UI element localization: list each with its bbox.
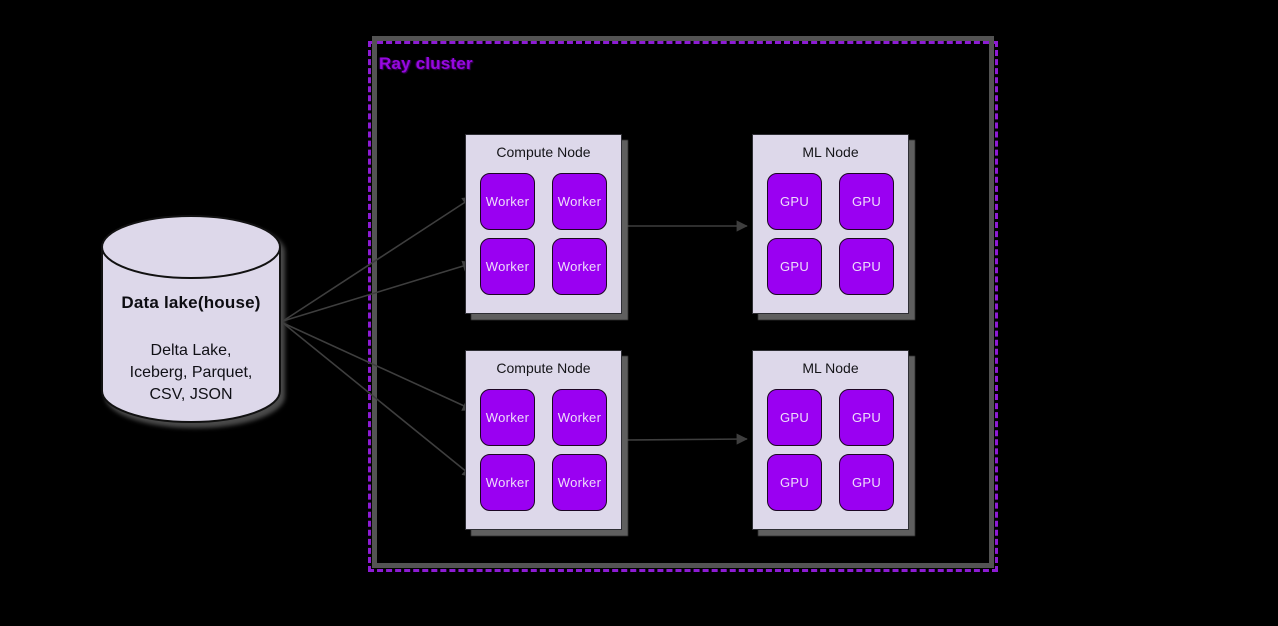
data-lake-shape: Data lake(house) Delta Lake, Iceberg, Pa… [99,214,283,424]
gpu-unit: GPU [767,389,822,446]
ray-cluster-title: Ray cluster [379,54,473,73]
ml-node-2-box: ML Node GPU GPU GPU GPU [752,350,909,530]
ml-node-1-title: ML Node [802,144,859,160]
worker-unit: Worker [552,238,607,295]
worker-unit: Worker [480,389,535,446]
compute-node-1-title: Compute Node [496,144,591,160]
data-lake-title: Data lake(house) [121,293,261,312]
gpu-unit: GPU [767,238,822,295]
gpu-unit: GPU [767,173,822,230]
compute-node-2-box: Compute Node Worker Worker Worker Worker [465,350,622,530]
worker-unit: Worker [552,173,607,230]
cylinder-icon [101,215,281,423]
ml-node-1-box: ML Node GPU GPU GPU GPU [752,134,909,314]
compute-node-2-title: Compute Node [496,360,591,376]
gpu-unit: GPU [839,173,894,230]
worker-unit: Worker [480,454,535,511]
gpu-unit: GPU [839,454,894,511]
gpu-unit: GPU [767,454,822,511]
gpu-unit: GPU [839,389,894,446]
ml-node-1-units: GPU GPU GPU GPU [767,173,894,295]
gpu-unit: GPU [839,238,894,295]
compute-node-1-units: Worker Worker Worker Worker [480,173,607,295]
worker-unit: Worker [552,454,607,511]
ml-node-2-title: ML Node [802,360,859,376]
data-lake-formats: Delta Lake, Iceberg, Parquet, CSV, JSON [129,342,253,403]
worker-unit: Worker [480,173,535,230]
compute-node-1-box: Compute Node Worker Worker Worker Worker [465,134,622,314]
worker-unit: Worker [552,389,607,446]
ml-node-2-units: GPU GPU GPU GPU [767,389,894,511]
compute-node-2-units: Worker Worker Worker Worker [480,389,607,511]
worker-unit: Worker [480,238,535,295]
